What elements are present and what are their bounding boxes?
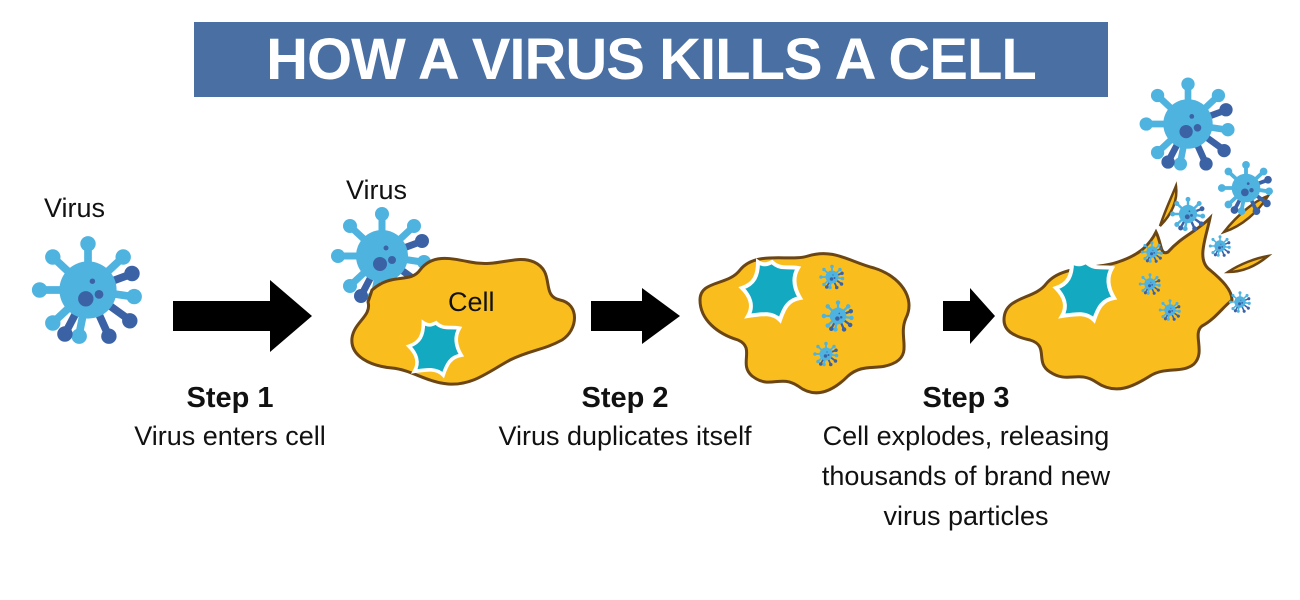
step-title: Step 3 [922,382,1010,414]
arrow-icon [173,280,312,352]
step-description: Cell explodes, releasing thousands of br… [821,421,1111,531]
virus-released-icon [1216,159,1275,217]
diagram-title: HOW A VIRUS KILLS A CELL [266,27,1037,92]
step-3: Step 3 Cell explodes, releasing thousand… [805,380,1127,536]
virus-label: Virus [346,175,408,205]
arrow-icon [943,288,995,344]
arrow-icon [591,288,680,344]
exploding-cell-shape [1002,213,1234,391]
virus-released-icon [1140,77,1235,170]
virus-copy-icon [1208,234,1232,258]
step-description: Virus enters cell [134,421,326,451]
virus-label: Virus [44,193,106,223]
step-title: Step 2 [581,382,669,414]
step-2: Step 2 Virus duplicates itself [495,380,755,456]
cell-label: Cell [448,287,495,317]
step-1: Step 1 Virus enters cell [100,380,360,456]
virus-icon [32,236,142,344]
cell-shape [350,257,576,386]
cell-fragments [1158,181,1273,274]
virus-copy-icon [1228,290,1252,314]
step-title: Step 1 [186,382,274,414]
step-description: Virus duplicates itself [498,421,752,451]
cell-shape [698,252,911,395]
title-banner: HOW A VIRUS KILLS A CELL [194,22,1108,97]
